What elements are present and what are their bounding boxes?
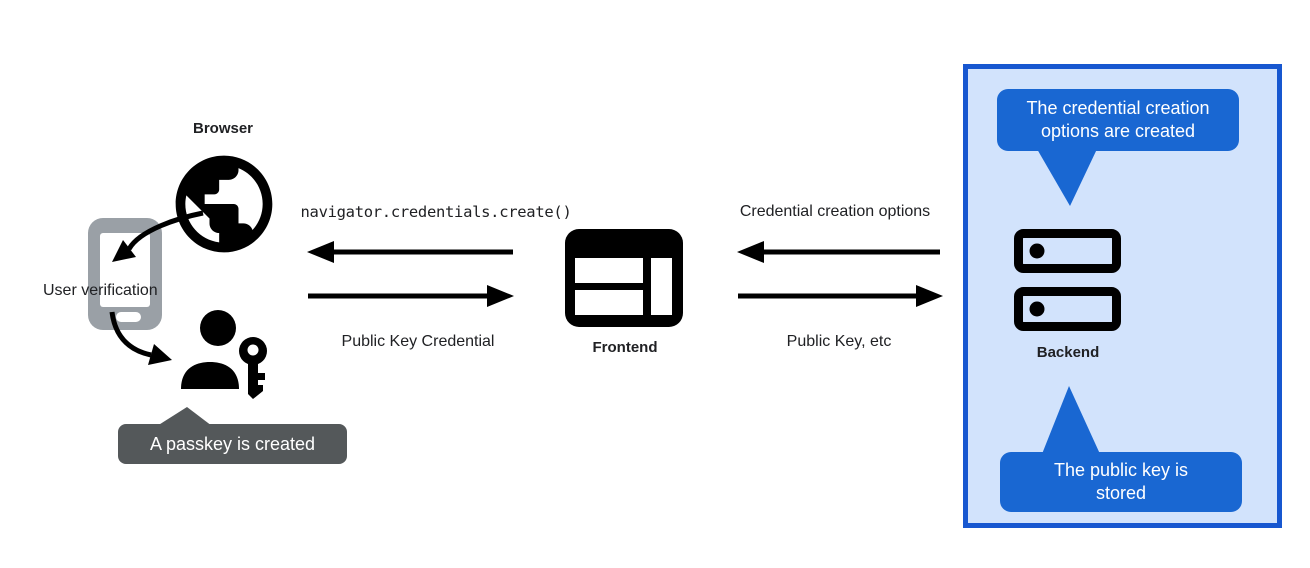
credential-options-created-bubble: The credential creation options are crea… [997,89,1239,151]
phone-to-person-arrow [109,311,172,365]
public-key-stored-bubble: The public key is stored [1000,452,1242,512]
server-icon [1014,229,1121,331]
globe-icon [175,155,273,253]
bubble-bottom-tail [1042,386,1100,454]
public-key-arrow-right [738,285,943,307]
navigator-create-call-label: navigator.credentials.create() [300,203,572,221]
phone-icon [88,218,162,330]
frontend-label: Frontend [592,339,658,356]
credential-options-arrow-left [737,241,940,263]
public-key-credential-arrow-right [308,285,514,307]
browser-label: Browser [192,120,254,137]
globe-to-phone-arrow [112,210,204,262]
backend-label: Backend [1036,344,1100,361]
person-key-icon [181,310,267,399]
user-verification-label: User verification [43,282,158,299]
tooltip-pointer [157,407,212,426]
create-call-arrow-left [307,241,513,263]
public-key-credential-label: Public Key Credential [341,333,495,350]
browser-window-icon [565,229,683,327]
passkey-created-tooltip: A passkey is created [118,424,347,464]
public-key-etc-label: Public Key, etc [786,333,892,350]
bubble-top-tail [1037,149,1097,206]
credential-creation-options-label: Credential creation options [739,203,931,220]
